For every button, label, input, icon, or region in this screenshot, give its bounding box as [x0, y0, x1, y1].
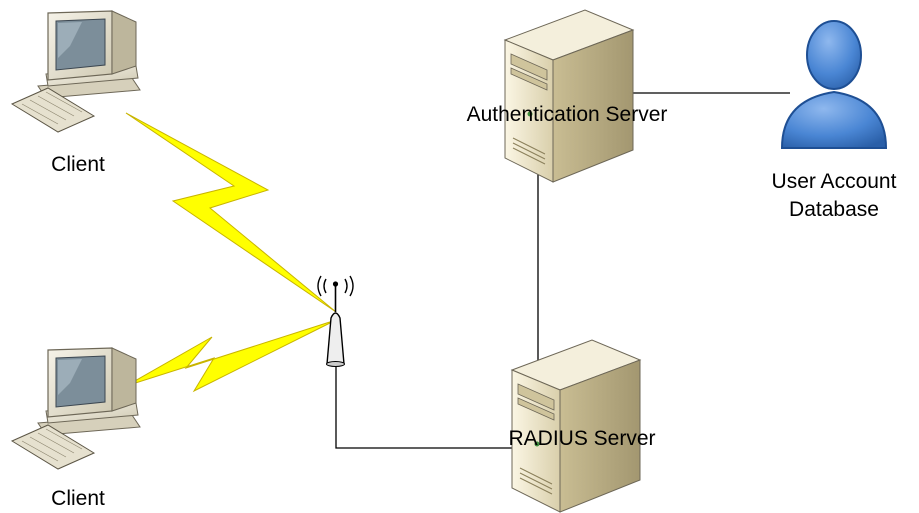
client-bottom-label: Client: [51, 487, 105, 510]
user-icon: [780, 20, 888, 149]
client-top-computer-icon: [10, 10, 141, 133]
wireless-link-top-bolt: [125, 112, 337, 313]
user-account-database-line2: Database: [789, 197, 879, 221]
radius-server-icon: [510, 339, 642, 513]
client-bottom-computer-icon: [10, 347, 141, 470]
radius-server-label: RADIUS Server: [508, 427, 656, 450]
user-account-database-line1: User Account: [771, 170, 897, 193]
wireless-link-bottom-bolt: [125, 319, 337, 393]
client-top-label: Client: [51, 153, 105, 176]
wireless-access-point-icon: [317, 275, 354, 367]
link-ap-to-radius: [335, 364, 525, 449]
user-account-database-label: User Account Database: [772, 168, 897, 223]
authentication-server-label: Authentication Server: [466, 103, 668, 126]
authentication-server-icon: [503, 9, 635, 183]
